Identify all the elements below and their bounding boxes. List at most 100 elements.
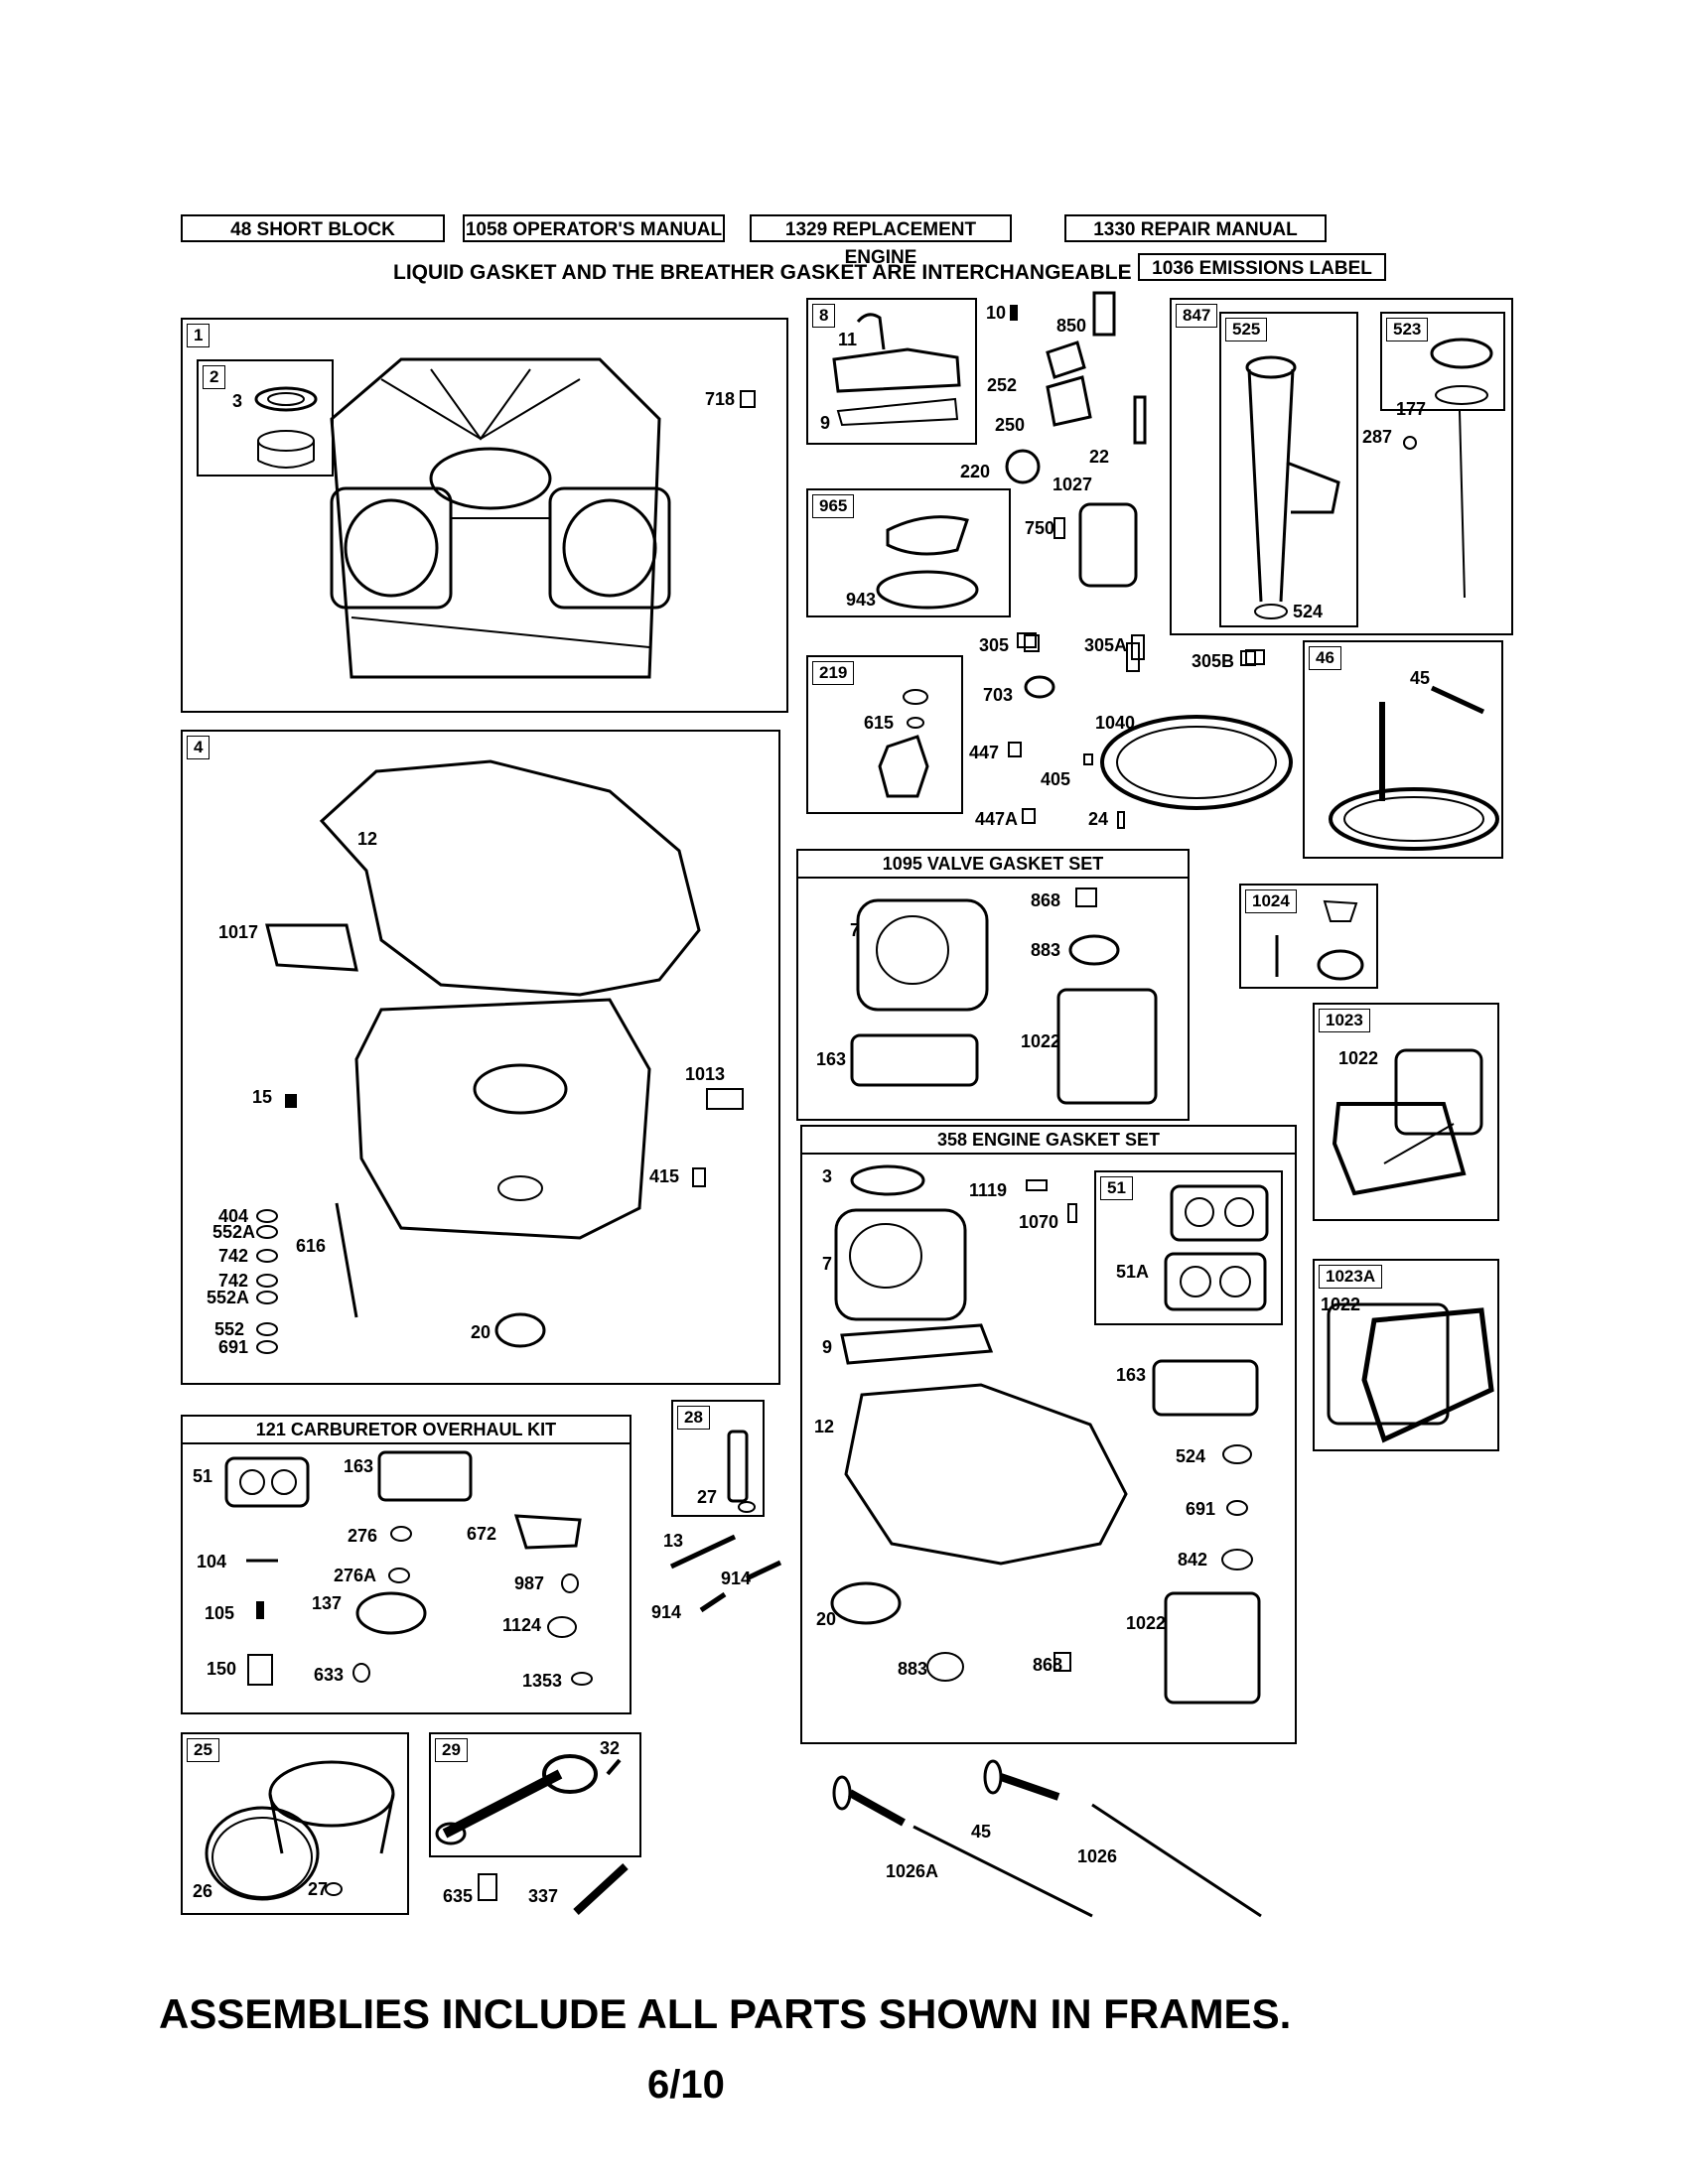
part-label: 552 <box>214 1319 245 1339</box>
part-label: 22 <box>1089 447 1110 467</box>
interchangeable-note: LIQUID GASKET AND THE BREATHER GASKET AR… <box>393 261 1132 284</box>
frame-523: 523 177 <box>1380 312 1505 419</box>
part-label: 250 <box>995 415 1026 435</box>
part-label: 552A <box>212 1222 256 1242</box>
part-label: 104 <box>197 1552 227 1571</box>
part-label: 635 <box>443 1886 474 1906</box>
valve-cover-drawing <box>1327 1302 1494 1443</box>
frame-tag: 1024 <box>1245 889 1297 913</box>
frame-tag: 25 <box>187 1738 219 1762</box>
part-label: 552A <box>207 1288 250 1307</box>
part-label: 45 <box>1410 668 1431 688</box>
part-label: 163 <box>344 1456 374 1476</box>
part-label: 1013 <box>685 1064 726 1084</box>
part-label: 26 <box>193 1881 213 1901</box>
frame-short-block: 1 2 3 718 <box>181 318 788 713</box>
frame-965: 965 943 <box>806 488 1011 617</box>
part-label: 51 <box>193 1466 213 1486</box>
part-label: 868 <box>1031 890 1061 910</box>
part-label: 24 <box>1088 809 1109 829</box>
frame-tag: 4 <box>187 736 210 759</box>
part-label: 1022 <box>1021 1031 1061 1051</box>
kit-title: 358 ENGINE GASKET SET <box>802 1127 1295 1155</box>
part-label: 524 <box>1176 1446 1206 1466</box>
part-label: 305A <box>1084 635 1128 655</box>
part-label: 718 <box>705 389 736 409</box>
part-label: 20 <box>816 1609 837 1629</box>
part-label: 276 <box>348 1526 378 1546</box>
part-label: 105 <box>205 1603 235 1623</box>
part-label: 914 <box>651 1602 682 1622</box>
part-label: 1026A <box>886 1861 939 1881</box>
part-label: 615 <box>864 713 895 733</box>
frame-219: 219 615 <box>806 655 963 814</box>
frame-tag: 2 <box>203 365 226 389</box>
frame-tag: 51 <box>1100 1176 1133 1200</box>
part-label: 1040 <box>1095 713 1136 733</box>
frame-1023: 1023 1022 <box>1313 1003 1499 1221</box>
part-label: 750 <box>1025 518 1055 538</box>
dipstick-tube-drawing <box>1245 355 1340 619</box>
part-label: 137 <box>312 1593 343 1613</box>
frame-valve-gasket-set: 1095 VALVE GASKET SET 7 868 883 163 1022 <box>796 849 1190 1121</box>
part-label: 15 <box>252 1087 273 1107</box>
part-label: 415 <box>649 1166 680 1186</box>
part-label: 1119 <box>969 1180 1008 1200</box>
part-label: 20 <box>471 1322 491 1342</box>
kit-title: 1095 VALVE GASKET SET <box>798 851 1188 879</box>
frame-525: 525 524 <box>1219 312 1358 627</box>
page-number: 6/10 <box>647 2063 725 2107</box>
part-label: 287 <box>1362 427 1393 447</box>
part-label: 1017 <box>218 922 259 942</box>
frame-engine-gasket-set: 358 ENGINE GASKET SET 51 51A 3 1119 1070… <box>800 1125 1297 1744</box>
frame-tag: 46 <box>1309 646 1341 670</box>
part-label: 1022 <box>1321 1295 1361 1314</box>
repair-manual-tag: 1330 REPAIR MANUAL <box>1064 214 1327 242</box>
part-label: 691 <box>218 1337 249 1357</box>
part-label: 45 <box>971 1822 992 1842</box>
part-label: 7 <box>850 920 861 940</box>
operators-manual-tag: 1058 OPERATOR'S MANUAL <box>463 214 725 242</box>
kit-title: 121 CARBURETOR OVERHAUL KIT <box>183 1417 630 1444</box>
carburetor-kit-drawing <box>224 1450 593 1686</box>
frame-tag: 219 <box>812 661 855 685</box>
part-label: 150 <box>207 1659 237 1679</box>
part-label: 12 <box>357 829 378 849</box>
frame-tag: 525 <box>1225 318 1268 341</box>
part-label: 7 <box>822 1254 833 1274</box>
part-label: 943 <box>846 590 877 610</box>
part-label: 220 <box>960 462 991 481</box>
frame-crankcase-cover: 4 12 1017 1013 15 415 404 552A 742 616 7… <box>181 730 780 1385</box>
part-label: 276A <box>334 1566 377 1585</box>
part-label: 9 <box>822 1337 833 1357</box>
part-label: 13 <box>663 1531 684 1551</box>
replacement-engine-tag: 1329 REPLACEMENT ENGINE <box>750 214 1012 268</box>
frame-28: 28 27 <box>671 1400 765 1517</box>
frame-tag: 28 <box>677 1406 710 1430</box>
part-label: 1124 <box>502 1615 542 1635</box>
frame-carburetor-kit: 121 CARBURETOR OVERHAUL KIT 51 163 276 6… <box>181 1415 632 1714</box>
frame-25: 25 26 27 <box>181 1732 409 1915</box>
assemblies-note: ASSEMBLIES INCLUDE ALL PARTS SHOWN IN FR… <box>159 1990 1292 2037</box>
part-label: 1027 <box>1052 475 1093 494</box>
part-label: 11 <box>838 330 858 349</box>
part-label: 524 <box>1293 602 1324 621</box>
frame-29: 29 32 <box>429 1732 641 1857</box>
frame-tag: 523 <box>1386 318 1429 341</box>
part-label: 10 <box>986 303 1007 323</box>
part-label: 850 <box>1056 316 1087 336</box>
frame-tag: 8 <box>812 304 836 328</box>
frame-tag: 29 <box>435 1738 468 1762</box>
camshaft-drawing <box>1329 685 1499 851</box>
part-label: 51A <box>1116 1262 1150 1282</box>
part-label: 868 <box>1033 1655 1063 1675</box>
part-label: 177 <box>1396 399 1427 419</box>
part-label: 914 <box>721 1569 752 1588</box>
part-label: 3 <box>232 391 243 411</box>
frame-847: 847 525 524 523 177 287 <box>1170 298 1513 635</box>
frame-tag: 1023 <box>1319 1009 1370 1032</box>
short-block-tag: 48 SHORT BLOCK <box>181 214 445 242</box>
part-label: 883 <box>1031 940 1061 960</box>
frame-51: 51 51A <box>1094 1170 1283 1325</box>
part-label: 163 <box>816 1049 847 1069</box>
